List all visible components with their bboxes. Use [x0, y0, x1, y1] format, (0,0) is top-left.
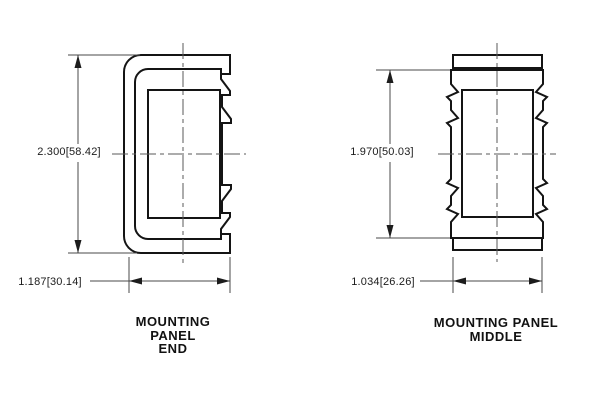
end-height-dimension-label: 2.300[58.42] [37, 146, 101, 158]
end-dim-arrow-right [217, 277, 230, 285]
middle-title-line-2: MIDDLE [469, 328, 523, 344]
middle-dim-arrow-down [386, 225, 394, 238]
middle-height-dimension-label: 1.970[50.03] [350, 146, 414, 158]
end-figure-title: MOUNTING PANEL END [136, 315, 211, 356]
middle-width-dimension-label: 1.034[26.26] [351, 276, 415, 288]
mounting-panel-end-view [68, 43, 246, 293]
end-outer-contour [123, 54, 232, 254]
end-title-line-3: END [158, 341, 188, 356]
end-dim-arrow-up [74, 55, 82, 68]
middle-dim-arrow-up [386, 70, 394, 83]
end-width-dimension-label: 1.187[30.14] [18, 276, 82, 288]
middle-figure-title: MOUNTING PANEL MIDDLE [434, 316, 558, 343]
end-dim-arrow-left [129, 277, 142, 285]
end-title-line-1: MOUNTING [135, 314, 211, 329]
end-dim-arrow-down [74, 240, 82, 253]
mounting-panel-middle-view [376, 43, 556, 293]
end-title-line-2: PANEL [150, 327, 196, 343]
middle-title-line-1: MOUNTING PANEL [433, 315, 559, 330]
middle-dim-arrow-left [453, 277, 466, 285]
middle-dim-arrow-right [529, 277, 542, 285]
